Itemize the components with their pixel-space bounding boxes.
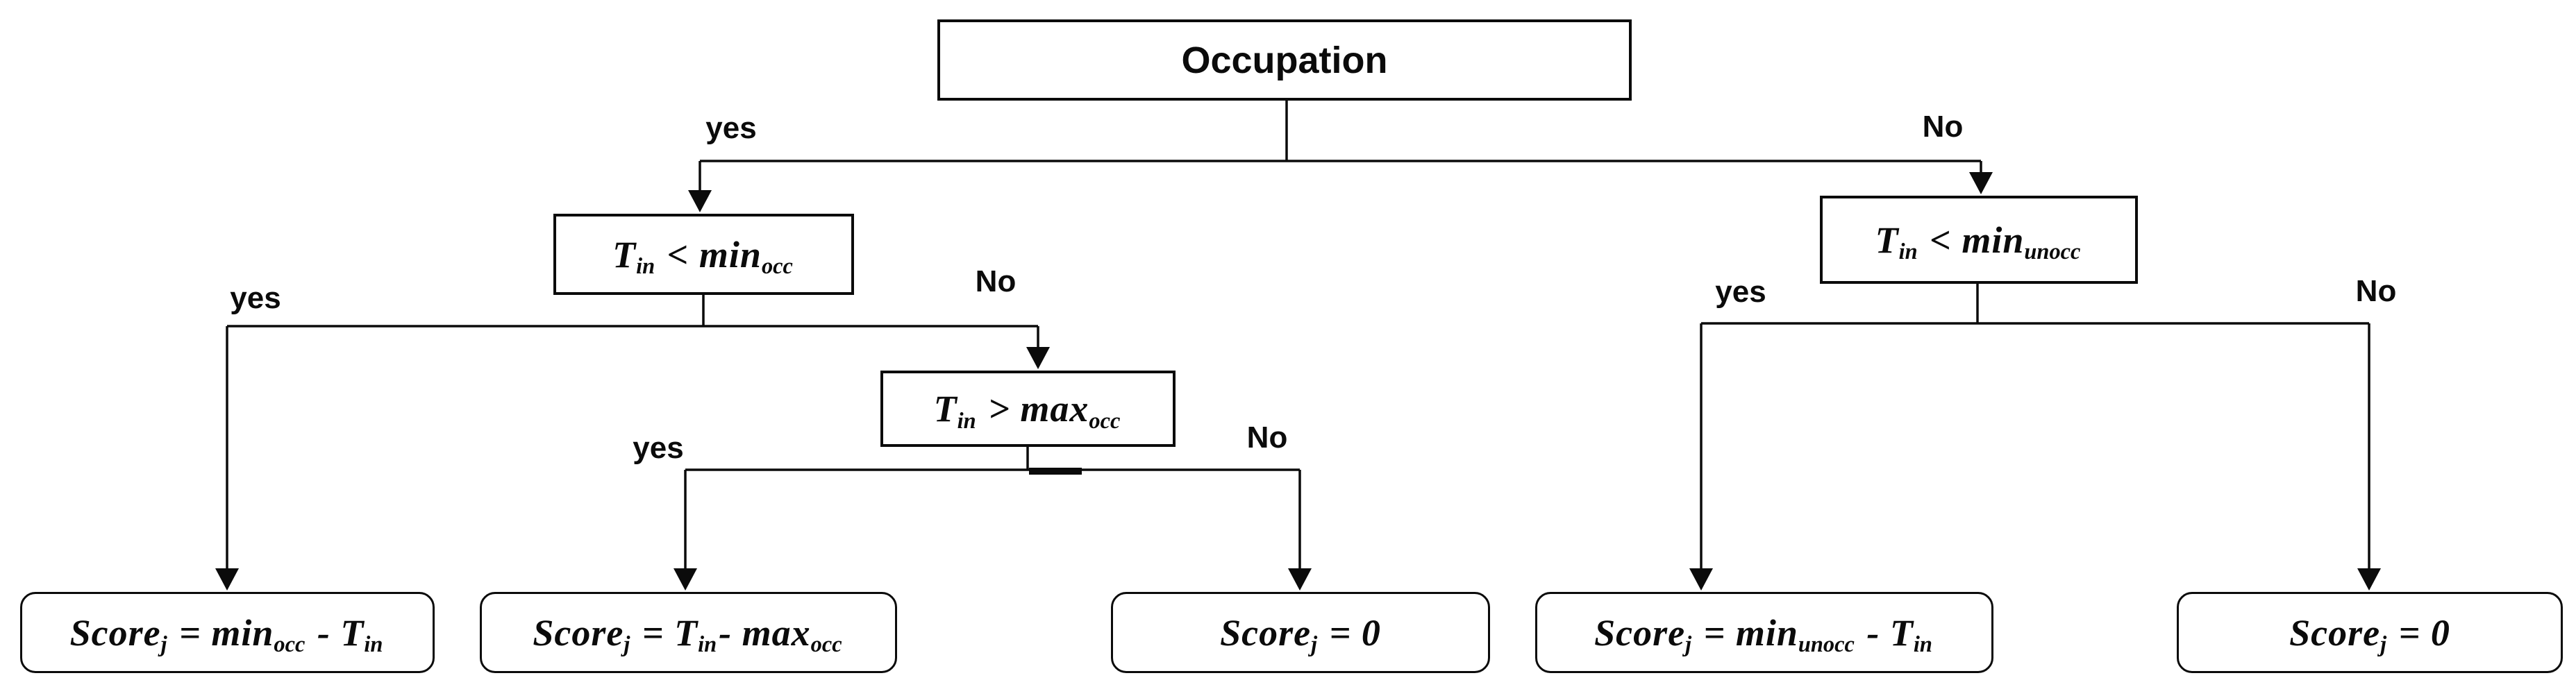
node-occupation: Occupation (937, 19, 1632, 101)
leaf-score-tin-minus-max-occ: Scorej = Tin- maxocc (480, 592, 897, 673)
leaf-score-min-occ-minus-tin-label: Scorej = minocc - Tin (69, 611, 383, 658)
node-occupation-label: Occupation (1181, 39, 1388, 81)
node-condition-tin-lt-min-occ: Tin < minocc (553, 214, 854, 295)
edge-label-max-yes: yes (633, 431, 684, 465)
arrowhead-into-leaf-zero-unocc (2357, 568, 2381, 591)
leaf-score-zero-unoccupied: Scorej = 0 (2177, 592, 2563, 673)
edge-label-root-no: No (1922, 110, 1964, 144)
arrowhead-into-leaf-max-occ (674, 568, 697, 591)
node-condition-tin-gt-max-occ-label: Tin > maxocc (933, 388, 1121, 434)
edge-label-unocc-no: No (2355, 274, 2397, 308)
node-condition-tin-lt-min-unocc: Tin < minunocc (1820, 196, 2138, 284)
leaf-score-zero-unoccupied-label: Scorej = 0 (2289, 611, 2450, 658)
edge-label-max-no: No (1246, 421, 1288, 455)
edge-label-unocc-yes: yes (1715, 275, 1766, 309)
arrowhead-into-leaf-min-occ (215, 568, 239, 591)
arrowhead-into-leaf-min-unocc (1689, 568, 1713, 591)
arrowhead-into-cond-unocc (1969, 172, 1993, 194)
arrowhead-into-leaf-zero-occ (1288, 568, 1312, 591)
leaf-score-min-unocc-minus-tin-label: Scorej = minunocc - Tin (1594, 611, 1932, 658)
arrowhead-into-cond-occ (688, 190, 712, 212)
node-condition-tin-gt-max-occ: Tin > maxocc (880, 371, 1176, 447)
leaf-score-tin-minus-max-occ-label: Scorej = Tin- maxocc (533, 611, 842, 658)
edge-label-occ-no: No (975, 264, 1017, 298)
node-condition-tin-lt-min-occ-label: Tin < minocc (612, 233, 793, 280)
arrowhead-into-cond-max (1026, 347, 1050, 369)
edge-label-occ-yes: yes (230, 281, 281, 315)
leaf-score-zero-occupied: Scorej = 0 (1111, 592, 1490, 673)
leaf-score-min-unocc-minus-tin: Scorej = minunocc - Tin (1535, 592, 1993, 673)
node-condition-tin-lt-min-unocc-label: Tin < minunocc (1875, 219, 2081, 265)
leaf-score-min-occ-minus-tin: Scorej = minocc - Tin (20, 592, 435, 673)
leaf-score-zero-occupied-label: Scorej = 0 (1220, 611, 1381, 658)
edge-label-root-yes: yes (705, 111, 757, 145)
